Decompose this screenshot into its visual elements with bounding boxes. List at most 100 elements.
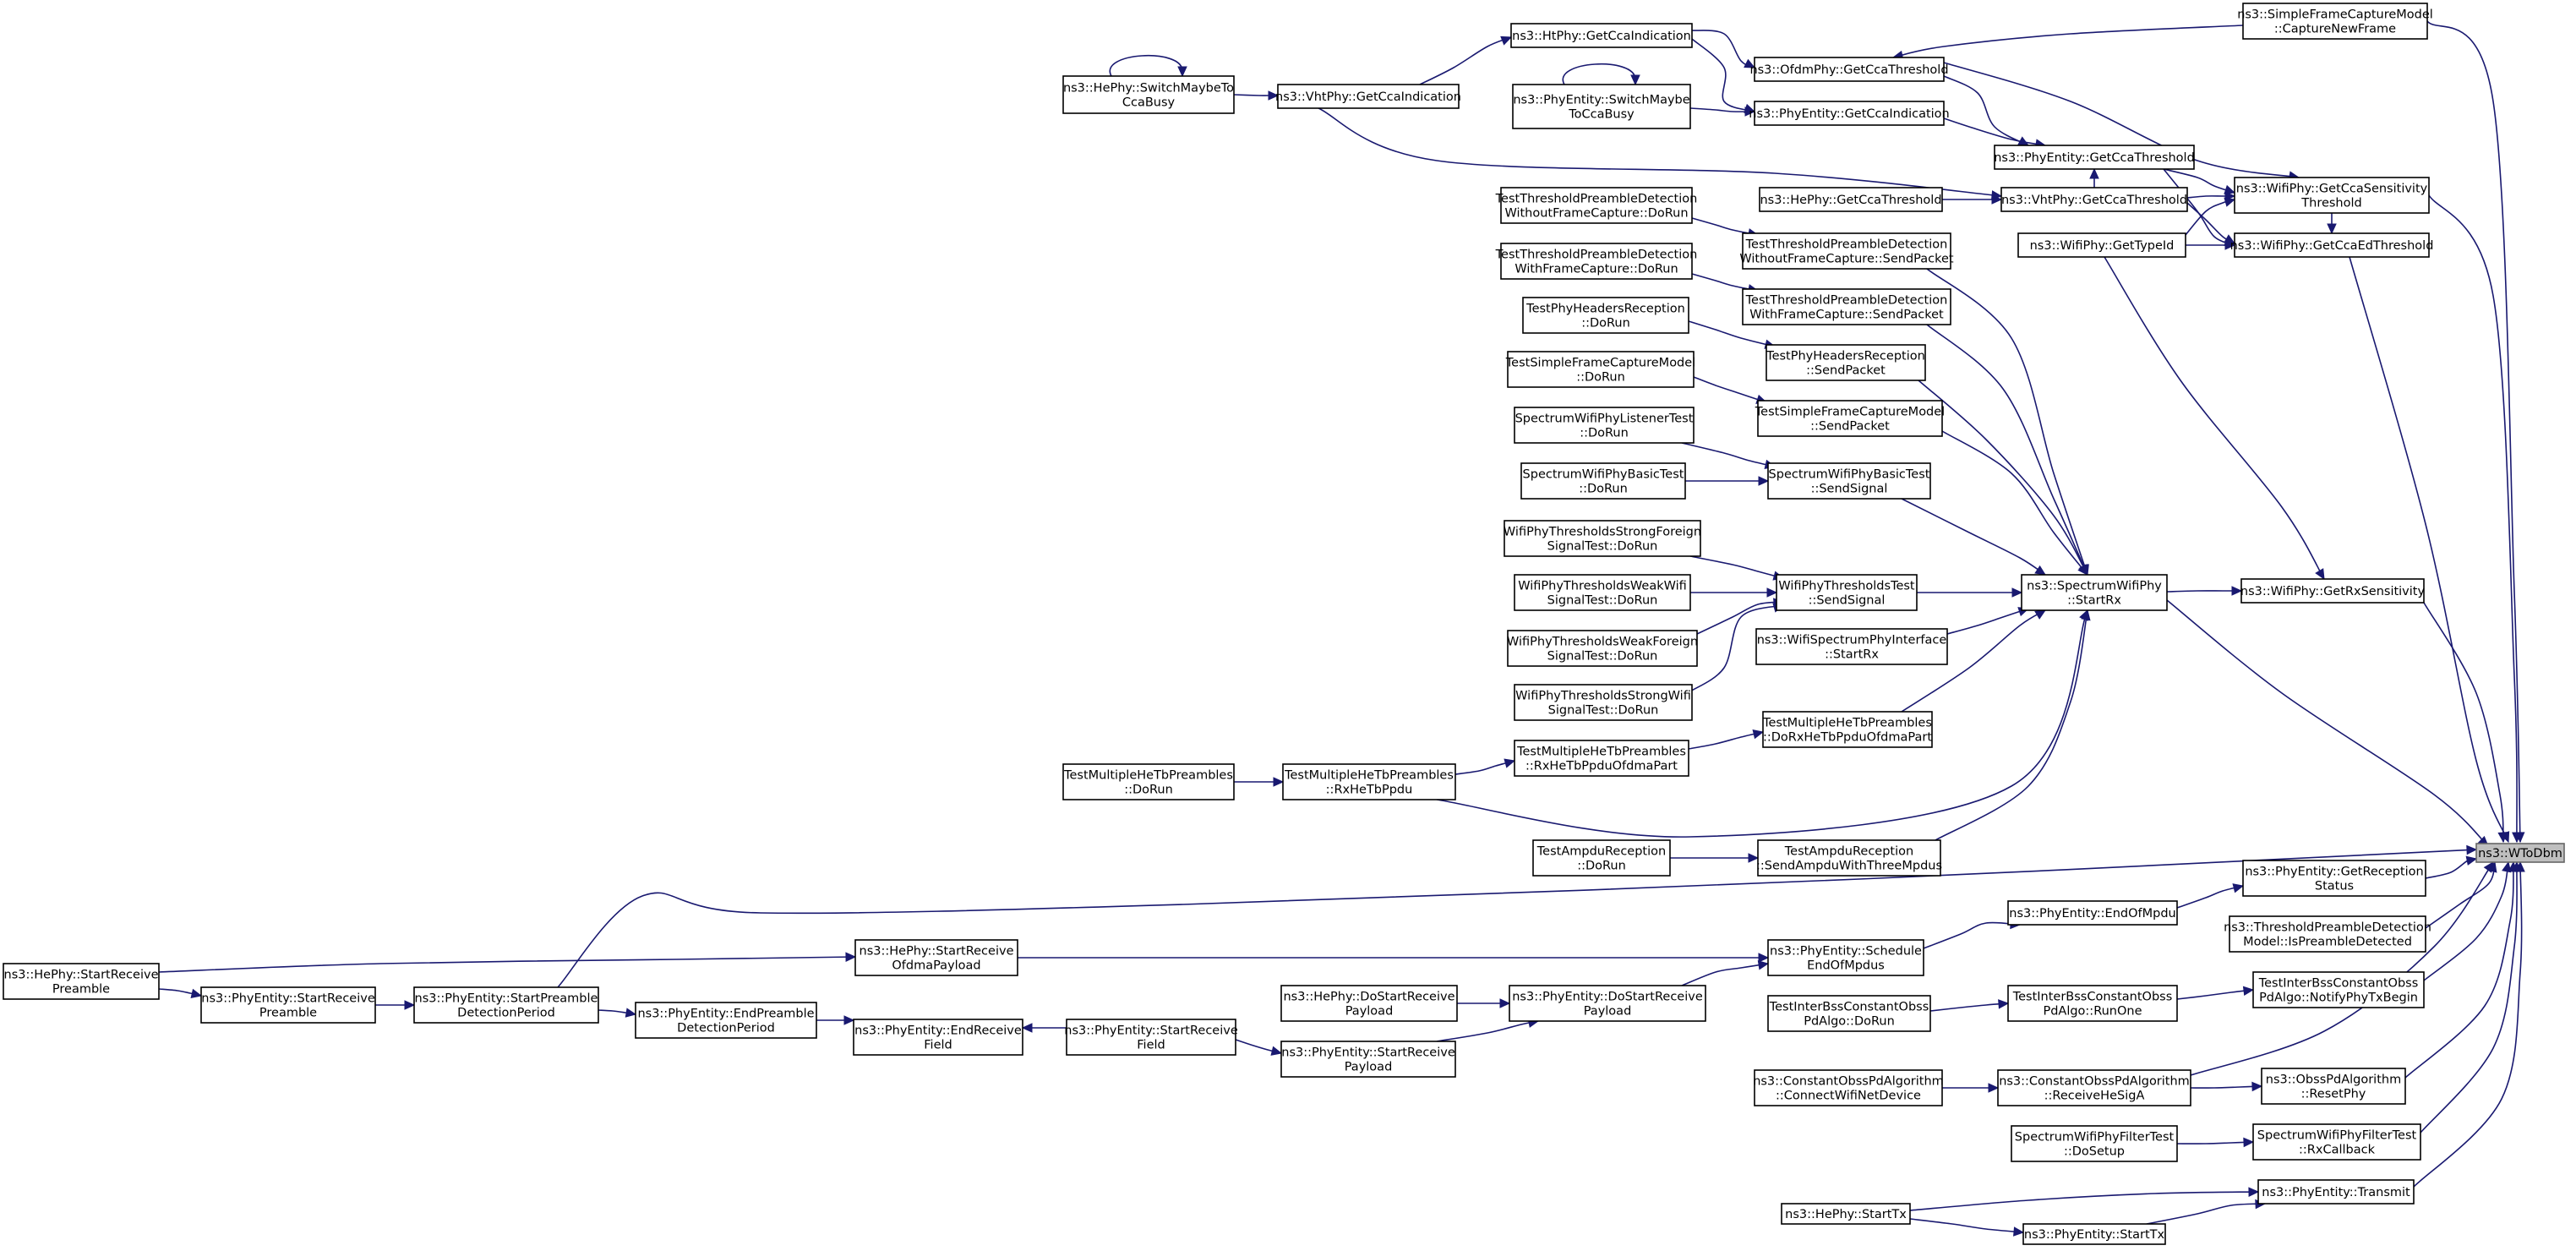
node-vht_getccath[interactable]: ns3::VhtPhy::GetCcaThreshold	[2000, 187, 2188, 212]
node-label: ToCcaBusy	[1568, 108, 1635, 122]
node-label: ns3::OfdmPhy::GetCcaThreshold	[1749, 63, 1948, 77]
call-graph-nodes: ns3::WToDbm ns3::SimpleFrameCaptureModel:…	[3, 3, 2565, 1245]
node-tpd_ispreamble[interactable]: ns3::ThresholdPreambleDetectionModel::Is…	[2224, 915, 2431, 953]
node-vht_getccaind[interactable]: ns3::VhtPhy::GetCcaIndication	[1275, 84, 1461, 109]
node-ttpd_w_dorun[interactable]: TestThresholdPreambleDetectionWithFrameC…	[1495, 243, 1698, 280]
node-swpbt_dorun[interactable]: SpectrumWifiPhyBasicTest::DoRun	[1520, 462, 1686, 500]
node-tsfcm_send[interactable]: TestSimpleFrameCaptureModel::SendPacket	[1755, 400, 1945, 437]
node-wifi_getccaed[interactable]: ns3::WifiPhy::GetCcaEdThreshold	[2230, 232, 2434, 258]
node-wptwf_dorun[interactable]: WifiPhyThresholdsWeakForeignSignalTest::…	[1507, 630, 1698, 667]
node-box	[1742, 288, 1951, 325]
node-tphr_dorun[interactable]: TestPhyHeadersReception::DoRun	[1522, 297, 1689, 334]
edge-vht_getccaind-to-vht_getccath	[1318, 107, 2003, 200]
node-phyentity_starttx[interactable]: ns3::PhyEntity::StartTx	[2022, 1223, 2166, 1245]
node-label: ns3::PhyEntity::StartReceive	[201, 992, 375, 1006]
node-label: ::DoRun	[1581, 317, 1630, 331]
node-box	[1500, 243, 1693, 280]
edge-swp_startrx-to-wifi_getrxsens	[2166, 586, 2243, 596]
node-label: SignalTest::DoRun	[1547, 594, 1658, 608]
node-label: OfdmaPayload	[892, 959, 980, 973]
node-he_starttx[interactable]: ns3::HePhy::StartTx	[1781, 1203, 1911, 1225]
node-swpbt_send[interactable]: SpectrumWifiPhyBasicTest::SendSignal	[1767, 462, 1931, 500]
node-swp_startrx[interactable]: ns3::SpectrumWifiPhy::StartRx	[2021, 574, 2168, 611]
node-label: ns3::HePhy::StartReceive	[4, 969, 159, 982]
node-label: ns3::WToDbm	[2478, 847, 2562, 860]
node-swpft_rxcallback[interactable]: SpectrumWifiPhyFilterTest::RxCallback	[2252, 1123, 2421, 1161]
edge-ttpd_w_send-to-swp_startrx	[1926, 324, 2088, 576]
node-tibcopa_notify[interactable]: TestInterBssConstantObssPdAlgo::NotifyPh…	[2252, 971, 2425, 1008]
edge-tmhtp_rxofdma-to-tmhtp_dorxofdma	[1688, 729, 1765, 750]
node-tmhtp_dorxofdma[interactable]: TestMultipleHeTbPreambles::DoRxHeTbPpduO…	[1762, 711, 1933, 748]
node-ttpd_wo_send[interactable]: TestThresholdPreambleDetectionWithoutFra…	[1739, 232, 1954, 270]
node-wptsw_dorun[interactable]: WifiPhyThresholdsStrongWifiSignalTest::D…	[1514, 684, 1693, 721]
node-wtodbm[interactable]: ns3::WToDbm	[2475, 843, 2565, 863]
node-wpt_send[interactable]: WifiPhyThresholdsTest::SendSignal	[1776, 574, 1918, 611]
node-label: Preamble	[259, 1007, 317, 1020]
node-copa_connect[interactable]: ns3::ConstantObssPdAlgorithm::ConnectWif…	[1753, 1069, 1944, 1106]
edge-wptsf_dorun-to-wpt_send	[1689, 555, 1785, 581]
node-tmhtp_rxhetb[interactable]: TestMultipleHeTbPreambles::RxHeTbPpdu	[1282, 763, 1456, 800]
edge-swpbt_send-to-swp_startrx	[1901, 498, 2047, 576]
edge-phyentity_switchcca-to-phyentity_getccaind	[1689, 107, 1756, 117]
node-phyentity_startpreambledetection[interactable]: ns3::PhyEntity::StartPreambleDetectionPe…	[413, 986, 599, 1024]
node-box	[1994, 145, 2195, 170]
node-phyentity_endofmpdu[interactable]: ns3::PhyEntity::EndOfMpdu	[2007, 900, 2178, 926]
edge-ofdm_getccath-to-phyentity_getccath	[1943, 75, 2030, 146]
node-label: PdAlgo::DoRun	[1804, 1015, 1895, 1029]
edge-copa_connect-to-copa_receivehesiga	[1942, 1083, 2000, 1093]
node-ht_getccaind[interactable]: ns3::HtPhy::GetCcaIndication	[1510, 23, 1693, 48]
node-ttpd_wo_dorun[interactable]: TestThresholdPreambleDetectionWithoutFra…	[1495, 187, 1698, 224]
node-wptsf_dorun[interactable]: WifiPhyThresholdsStrongForeignSignalTest…	[1504, 520, 1701, 557]
node-wptww_dorun[interactable]: WifiPhyThresholdsWeakWifiSignalTest::DoR…	[1514, 574, 1691, 611]
node-ofdm_getccath[interactable]: ns3::OfdmPhy::GetCcaThreshold	[1749, 57, 1949, 82]
node-label: TestThresholdPreambleDetection	[1745, 294, 1948, 308]
node-phyentity_transmit[interactable]: ns3::PhyEntity::Transmit	[2257, 1179, 2415, 1205]
node-label: ::DoRun	[1576, 371, 1625, 385]
node-swpft_dosetup[interactable]: SpectrumWifiPhyFilterTest::DoSetup	[2011, 1125, 2178, 1162]
node-box	[1754, 57, 1945, 82]
node-label: TestInterBssConstantObss	[2258, 977, 2419, 991]
node-label: ::ReceiveHeSigA	[2044, 1090, 2145, 1103]
node-phyentity_endpreambledetection[interactable]: ns3::PhyEntity::EndPreambleDetectionPeri…	[635, 1002, 817, 1039]
node-box	[1514, 574, 1691, 611]
edge-wifi_gettypeid-to-wifi_getccaed	[2186, 240, 2236, 250]
node-label: WifiPhyThresholdsTest	[1778, 580, 1915, 593]
node-tar_send3[interactable]: TestAmpduReception::SendAmpduWithThreeMp…	[1756, 839, 1942, 877]
node-tsfcm_dorun[interactable]: TestSimpleFrameCaptureModel::DoRun	[1505, 351, 1695, 388]
node-box	[1066, 1019, 1236, 1056]
node-he_getccath[interactable]: ns3::HePhy::GetCcaThreshold	[1759, 187, 1943, 212]
node-phyentity_getccaind[interactable]: ns3::PhyEntity::GetCcaIndication	[1749, 101, 1950, 126]
node-tar_dorun[interactable]: TestAmpduReception::DoRun	[1532, 839, 1671, 877]
node-sfcm_capture[interactable]: ns3::SimpleFrameCaptureModel::CaptureNew…	[2237, 3, 2433, 40]
edge-wpt_send-to-swp_startrx	[1917, 587, 2023, 598]
node-wifi_getrxsens[interactable]: ns3::WifiPhy::GetRxSensitivity	[2240, 578, 2426, 604]
node-obss_resetphy[interactable]: ns3::ObssPdAlgorithm::ResetPhy	[2261, 1068, 2406, 1105]
node-wspi_startrx[interactable]: ns3::WifiSpectrumPhyInterface::StartRx	[1755, 628, 1948, 665]
node-wifi_gettypeid[interactable]: ns3::WifiPhy::GetTypeId	[2017, 232, 2186, 258]
node-phyentity_getccath[interactable]: ns3::PhyEntity::GetCcaThreshold	[1994, 145, 2195, 170]
node-tmhtp_dorun[interactable]: TestMultipleHeTbPreambles::DoRun	[1062, 763, 1235, 800]
node-tphr_send[interactable]: TestPhyHeadersReception::SendPacket	[1766, 344, 1926, 381]
node-swplt_dorun[interactable]: SpectrumWifiPhyListenerTest::DoRun	[1514, 407, 1695, 444]
node-ttpd_w_send[interactable]: TestThresholdPreambleDetectionWithFrameC…	[1742, 288, 1951, 325]
node-label: ns3::HtPhy::GetCcaIndication	[1512, 30, 1691, 43]
edge-tar_send3-to-swp_startrx	[1935, 609, 2091, 841]
node-copa_receivehesiga[interactable]: ns3::ConstantObssPdAlgorithm::ReceiveHeS…	[1997, 1069, 2191, 1106]
node-tmhtp_rxofdma[interactable]: TestMultipleHeTbPreambles::RxHeTbPpduOfd…	[1514, 740, 1689, 777]
node-box	[1997, 1069, 2191, 1106]
